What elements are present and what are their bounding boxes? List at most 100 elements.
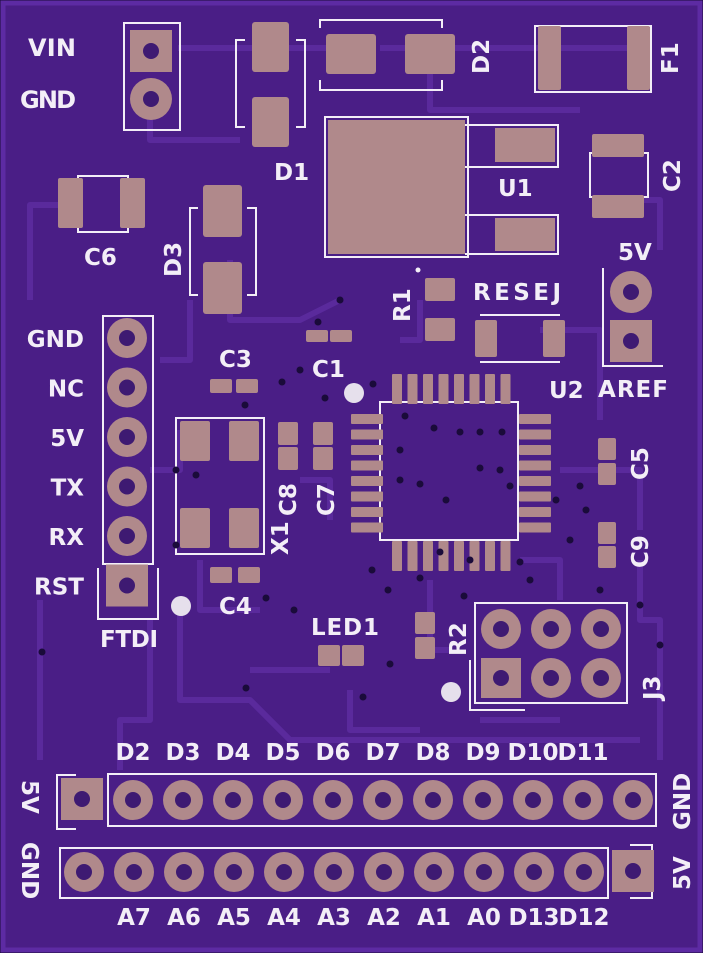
u1-label: U1 [498,176,533,202]
via [436,548,444,556]
c2-label: C2 [660,159,686,192]
u2-pad [519,507,551,517]
top-header-pin-label: D8 [415,740,450,766]
via [656,641,664,649]
c8-label: C8 [276,483,302,516]
reset-button[interactable] [475,314,565,363]
j3-header [469,602,628,711]
bottom-header-pin-label: D13 [508,905,559,931]
f1-label: F1 [658,42,684,74]
top-header-outline [107,773,657,827]
j3-label: J3 [640,675,666,702]
via [384,586,392,594]
via [241,401,249,409]
via [596,586,604,594]
u2-pad [423,541,433,571]
via [242,684,250,692]
pin-hole [226,864,242,880]
u2-pad [351,476,383,486]
fiducial [344,383,364,403]
top-header-pin-label: D6 [315,740,350,766]
top-header-pin-label: D3 [165,740,200,766]
bottom-header-pin-label: A4 [267,905,301,931]
ftdi-pin-label: RX [49,525,85,551]
pin-hole [525,792,541,808]
via [566,536,574,544]
bottom-header-outline [59,847,609,899]
ftdi-pin-hole [119,429,135,445]
u2-pad [519,414,551,424]
u2-pad [519,445,551,455]
bottom-header-gnd-label: GND [16,842,42,899]
c7-label: C7 [314,483,340,516]
r1-label: R1 [390,288,416,322]
via [552,496,560,504]
u2-pad [500,374,511,404]
bottom-header-pins [64,850,654,892]
u2-pad [519,460,551,471]
pin-hole [176,864,192,880]
u2-pad [407,541,418,571]
c4-label: C4 [219,594,252,620]
fiducial [441,682,461,702]
pin-hole [175,792,191,808]
u2-pad [438,541,449,571]
bottom-header-pin-label: A3 [317,905,351,931]
c3-label: C3 [219,347,252,373]
ftdi-pin-label: GND [27,327,84,353]
silkscreen-labels: VIN GND D1 D2 F1 U1 C2 C6 D3 R1 RESEJ 5V… [16,34,696,899]
d3-component [189,185,257,314]
u2-pad [500,541,511,571]
via [172,541,180,549]
gnd-label: GND [20,86,76,114]
d2-component [319,19,455,91]
pin-hole [275,792,291,808]
u2-pad [519,429,551,440]
c1-component [306,330,352,342]
top-header-pins [61,778,653,820]
via [456,428,464,436]
bottom-header-pin-label: A1 [417,905,451,931]
top-header-pin-label: D11 [557,740,608,766]
via [278,378,286,386]
ftdi-pin-hole [119,478,135,495]
bottom-header-pin-label: A7 [117,905,151,931]
ftdi-pin-hole [119,379,135,396]
d3-label: D3 [161,242,187,277]
pin-hole [625,792,641,808]
u2-label: U2 [549,378,584,404]
x1-crystal [175,417,265,555]
u2-pad [351,445,383,455]
ftdi-pin-hole [119,577,135,594]
r1-component [415,267,455,341]
top-header-pin-label: D10 [507,740,558,766]
u2-pad [519,476,551,486]
via [359,693,367,701]
top-header-pin-label: D4 [215,740,250,766]
pin-hole [376,864,392,880]
ftdi-pin-hole [119,330,135,346]
c2-component [589,134,649,218]
u2-pad [351,414,383,424]
pin-hole [276,864,292,880]
pin-hole [575,792,591,808]
c6-label: C6 [84,245,117,271]
pin-hole [476,864,492,880]
via [430,424,438,432]
via [496,466,504,474]
via [466,556,474,564]
d1-component [235,22,306,147]
top-header-left-bracket [56,774,76,830]
u2-pad [423,374,433,404]
u2-pad [351,507,383,517]
via [636,601,644,609]
vias [38,296,664,701]
u2-pad [519,491,551,502]
pin-hole [325,792,341,808]
ftdi-header [97,315,159,620]
bottom-header-pin-label: A5 [217,905,251,931]
c4-component [210,567,260,583]
via [172,466,180,474]
